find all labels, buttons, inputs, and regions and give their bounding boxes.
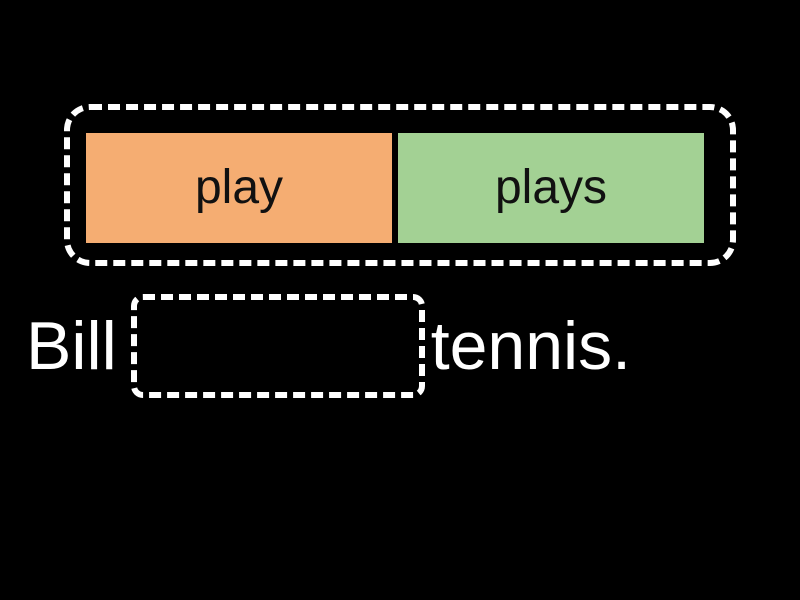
sentence-word-before: Bill xyxy=(26,308,117,384)
sentence-row: Bill tennis. xyxy=(0,286,800,406)
sentence-word-after: tennis. xyxy=(430,308,632,384)
word-tile-plays[interactable]: plays xyxy=(398,133,704,243)
word-bank-tiles: play plays xyxy=(86,133,704,243)
answer-blank-dropzone[interactable] xyxy=(130,294,425,398)
word-bank: play plays xyxy=(64,104,736,266)
word-tile-play[interactable]: play xyxy=(86,133,392,243)
